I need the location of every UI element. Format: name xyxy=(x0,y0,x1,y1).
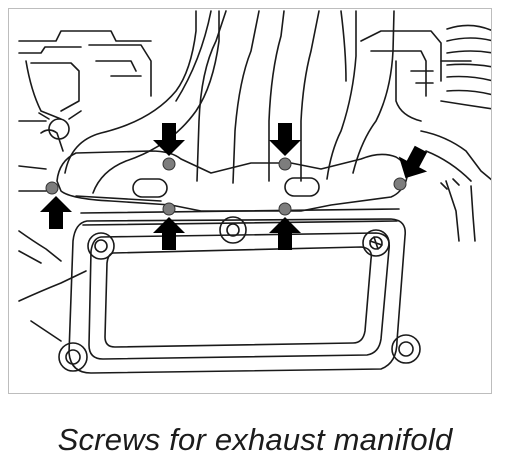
arrow-markers xyxy=(40,123,436,250)
screw-5 xyxy=(278,202,292,216)
arrow-icon xyxy=(40,196,72,229)
screw-6 xyxy=(393,177,407,191)
arrow-icon xyxy=(269,123,301,156)
manifold-flange xyxy=(56,150,409,212)
screw-3 xyxy=(162,202,176,216)
figure-caption: Screws for exhaust manifold xyxy=(57,422,453,457)
left-bracket xyxy=(18,129,64,192)
screw-2 xyxy=(162,157,176,171)
illustration-frame xyxy=(8,8,492,394)
arrow-icon xyxy=(153,217,185,250)
screw-1 xyxy=(45,181,59,195)
screw-markers xyxy=(45,157,407,216)
engine-block-right xyxy=(360,24,491,242)
engine-block-left xyxy=(18,30,152,342)
cylinder-head-gasket xyxy=(58,208,421,374)
screw-4 xyxy=(278,157,292,171)
exhaust-manifold-illustration xyxy=(18,10,491,374)
exhaust-runners xyxy=(64,10,395,194)
